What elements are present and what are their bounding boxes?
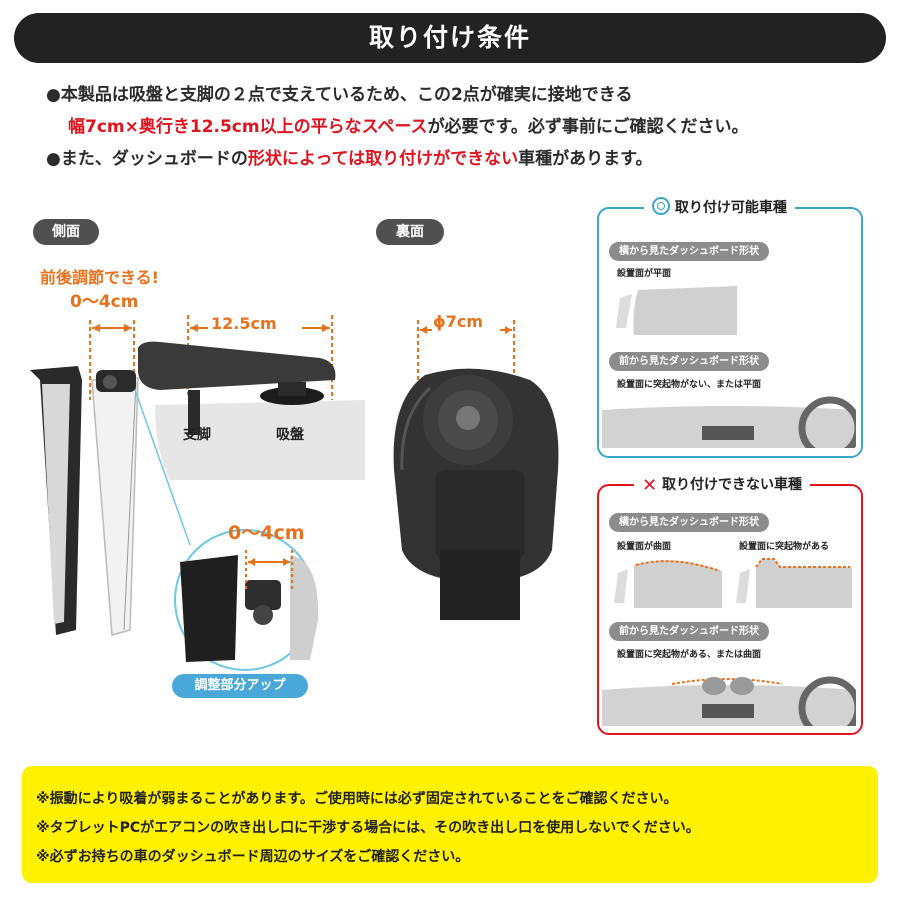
compatible-title-text: 取り付け可能車種 — [674, 200, 787, 216]
suction-label: 吸盤 — [276, 427, 304, 443]
ng-front-shape — [602, 676, 856, 726]
side-view-tag: 側面 — [33, 219, 99, 245]
intro-line-3-pre: ●また、ダッシュボードの — [46, 149, 248, 169]
ng-side-caption-curved: 設置面が曲面 — [617, 542, 672, 552]
ng-front-caption: 設置面に突起物がある、または曲面 — [617, 650, 762, 660]
range-label: 0〜4cm — [70, 292, 139, 312]
ok-side-shape — [616, 286, 737, 335]
note-2: ※タブレットPCがエアコンの吹き出し口に干渉する場合には、その吹き出し口を使用し… — [36, 820, 700, 836]
incompatible-title-text: 取り付けできない車種 — [661, 477, 802, 493]
zoom-range-label: 0〜4cm — [228, 522, 305, 544]
ng-side-view-label: 横から見たダッシュボード形状 — [609, 513, 769, 532]
ng-front-view-label: 前から見たダッシュボード形状 — [609, 622, 769, 641]
note-3: ※必ずお持ちの車のダッシュボード周辺のサイズをご確認ください。 — [36, 849, 470, 865]
diameter-label: ϕ7cm — [433, 312, 484, 331]
incompatible-panel-title: ✕ 取り付けできない車種 — [634, 474, 810, 496]
compatible-panel-title: 取り付け可能車種 — [644, 197, 795, 217]
depth-label: 12.5cm — [208, 314, 280, 333]
intro-highlight-shape: 形状によっては取り付けができない — [247, 149, 519, 169]
ok-side-caption: 設置面が平面 — [617, 269, 672, 279]
ok-side-view-label: 横から見たダッシュボード形状 — [609, 242, 769, 261]
intro-line-3-post: 車種があります。 — [518, 149, 653, 169]
adjust-note: 前後調節できる! — [40, 268, 159, 287]
intro-line-2-rest: が必要です。必ず事前にご確認ください。 — [427, 117, 749, 137]
side-view-illustration — [30, 315, 365, 671]
zoom-caption: 調整部分アップ — [172, 674, 308, 698]
ng-side-shapes — [614, 558, 852, 608]
ok-front-caption: 設置面に突起物がない、または平面 — [617, 380, 762, 390]
ok-front-shape — [602, 396, 856, 448]
intro-line-2: 幅7cm×奥行き12.5cm以上の平らなスペースが必要です。必ず事前にご確認くだ… — [68, 112, 749, 137]
circle-icon — [652, 197, 670, 215]
cross-icon: ✕ — [642, 475, 658, 496]
intro-line-1: ●本製品は吸盤と支脚の２点で支えているため、この2点が確実に接地できる — [46, 85, 633, 105]
back-view-tag: 裏面 — [376, 219, 444, 245]
leg-label: 支脚 — [183, 427, 211, 443]
intro-line-3: ●また、ダッシュボードの形状によっては取り付けができない車種があります。 — [46, 144, 652, 169]
note-1: ※振動により吸着が弱まることがあります。ご使用時には必ず固定されていることをご確… — [36, 791, 678, 807]
ng-side-caption-protrusion: 設置面に突起物がある — [739, 542, 830, 552]
intro-highlight-space: 幅7cm×奥行き12.5cm以上の平らなスペース — [68, 117, 428, 137]
back-view-illustration — [393, 320, 559, 620]
page-title: 取り付け条件 — [14, 13, 886, 63]
ok-front-view-label: 前から見たダッシュボード形状 — [609, 352, 769, 371]
notes-box — [22, 766, 878, 883]
